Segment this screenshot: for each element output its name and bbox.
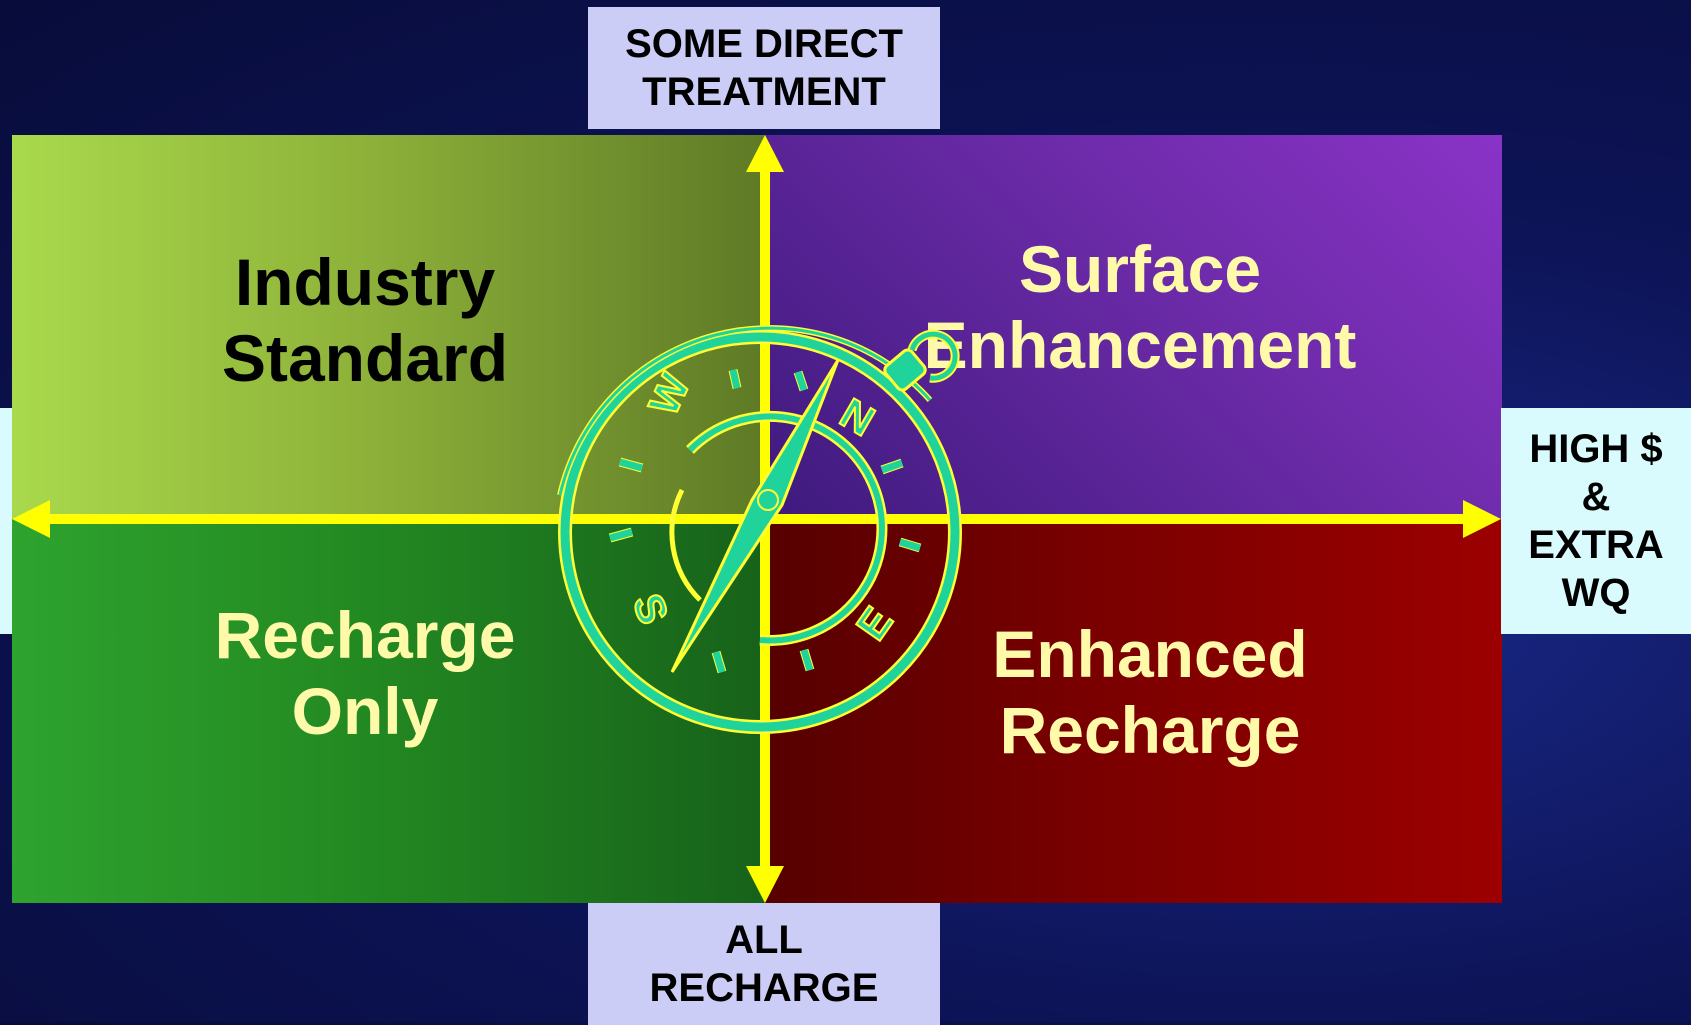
- quadrant-bottom-left: [12, 519, 765, 903]
- compass-tick: [880, 459, 904, 474]
- arrow-left-icon: [12, 500, 50, 538]
- right-axis-label: HIGH $ & EXTRA WQ: [1501, 408, 1691, 634]
- top-axis-label: SOME DIRECT TREATMENT: [588, 7, 940, 129]
- compass-letter-s: S: [624, 588, 678, 630]
- quadrant-label-recharge-only: Recharge Only: [180, 598, 550, 750]
- compass-needle-hub: [757, 489, 779, 511]
- quadrant-top-right: [765, 135, 1502, 519]
- compass-icon: N E S W: [557, 325, 962, 734]
- right-axis-label-line: EXTRA: [1528, 523, 1664, 567]
- quadrant-label-line: Enhanced: [992, 617, 1308, 691]
- arrow-down-icon: [746, 866, 784, 903]
- quadrant-label-line: Only: [291, 673, 439, 748]
- top-axis-label-line: SOME DIRECT: [625, 22, 903, 66]
- quadrant-label-surface-enhancement: Surface Enhancement: [900, 232, 1380, 384]
- compass-tick: [729, 369, 741, 389]
- compass-ticks: [608, 369, 922, 674]
- quadrant-label-line: Recharge: [214, 598, 516, 672]
- bottom-axis-label: ALL RECHARGE: [588, 903, 940, 1025]
- compass-tick: [619, 458, 643, 472]
- compass-tick: [609, 528, 633, 542]
- compass-outer-ring-fill: [560, 332, 960, 732]
- bottom-axis-label-line: RECHARGE: [649, 966, 879, 1010]
- right-axis-label-line: WQ: [1561, 571, 1631, 615]
- compass-inner-arc-left: [669, 488, 702, 602]
- quadrant-label-line: Enhancement: [923, 307, 1357, 382]
- arrow-up-icon: [746, 135, 784, 172]
- compass-tick: [794, 370, 808, 392]
- quadrant-bottom-right: [765, 519, 1502, 903]
- left-axis-label-box: [0, 408, 14, 634]
- compass-swoosh-fill: [558, 326, 932, 496]
- quadrant-top-left: [12, 135, 765, 519]
- quadrant-label-line: Industry: [234, 245, 496, 319]
- quadrant-label-line: Recharge: [999, 692, 1301, 767]
- compass-tick: [898, 538, 922, 552]
- right-axis-label-line: HIGH $: [1529, 427, 1663, 471]
- arrow-right-icon: [1463, 500, 1501, 538]
- bottom-axis-label-line: ALL: [725, 918, 803, 962]
- compass-tick: [800, 648, 814, 672]
- compass-needle: [670, 359, 840, 673]
- quadrant-label-line: Standard: [221, 320, 509, 395]
- compass-loop: [883, 329, 960, 392]
- top-axis-label-line: TREATMENT: [642, 70, 886, 114]
- compass-tick: [712, 650, 726, 674]
- compass-inner-ring-fill: [687, 413, 885, 644]
- right-axis-label-line: &: [1581, 475, 1611, 519]
- quadrant-label-line: Surface: [1018, 232, 1262, 306]
- quadrant-label-enhanced-recharge: Enhanced Recharge: [930, 617, 1370, 769]
- quadrant-label-industry-standard: Industry Standard: [180, 245, 550, 397]
